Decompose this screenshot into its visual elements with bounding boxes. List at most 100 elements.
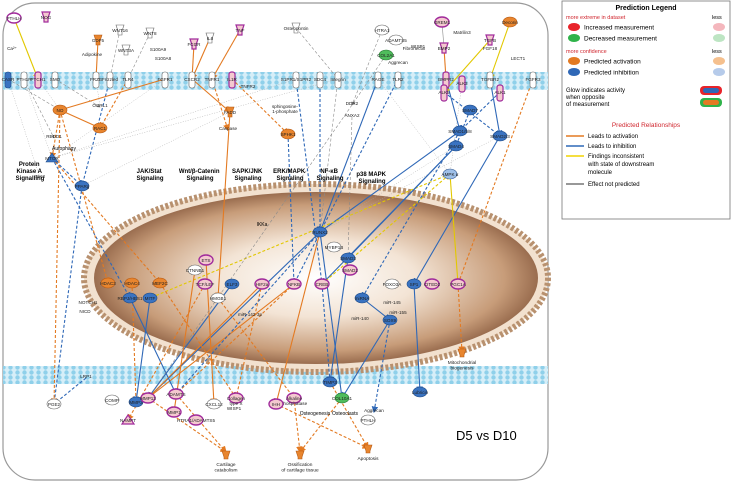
node-adamts5[interactable]: ADAMTS5 — [385, 34, 407, 46]
node-alk1[interactable]: ALK1 — [494, 84, 506, 102]
node-lubricin[interactable]: Lubricin — [412, 386, 429, 398]
node-caspase[interactable]: Caspase — [219, 126, 238, 131]
node-tlr2[interactable]: TLR2 — [392, 71, 404, 89]
node-hdac4[interactable]: HDAC4 — [124, 277, 140, 289]
node-sdc4[interactable]: SDC4 — [314, 71, 327, 89]
node-nog[interactable]: NOG — [41, 11, 52, 23]
node-wisp1[interactable]: WISP1 — [411, 44, 426, 49]
node-mir142[interactable]: miR-142-3p — [238, 312, 262, 317]
node-pth[interactable]: PTHLH — [6, 12, 22, 24]
node-tlr4[interactable]: TLR4 — [122, 71, 134, 89]
node-col10[interactable]: COL10A1 — [332, 392, 353, 404]
node-mmp1[interactable]: MMP1 — [166, 406, 182, 418]
node-s100a9[interactable]: S100A9 — [150, 47, 167, 52]
node-hes1[interactable]: RBPJ/HES1 — [117, 292, 143, 304]
node-nfkb[interactable]: NFKB — [286, 278, 302, 290]
node-pgc1a[interactable]: PGC1A — [450, 278, 467, 290]
node-tnfr1[interactable]: TNFR1 — [205, 71, 220, 89]
node-smad7[interactable]: SMAD7 — [462, 104, 478, 116]
node-ocrl1[interactable]: OCRL1 — [92, 103, 108, 108]
node-fgf18[interactable]: FGF18 — [483, 46, 498, 51]
node-namp[interactable]: NAMPT — [120, 413, 136, 425]
node-ampk[interactable]: AMPK α — [442, 168, 459, 180]
node-no[interactable]: NO — [52, 104, 68, 116]
node-tcf[interactable]: TCF/LEF — [196, 278, 215, 290]
node-tnfr2[interactable]: TNFR2 — [241, 84, 256, 89]
node-mirna[interactable]: miRNA — [354, 292, 370, 304]
node-wnt3a[interactable]: WNT3A — [118, 44, 135, 56]
node-pth1r[interactable]: PTH1R — [16, 71, 32, 89]
node-mir140[interactable]: miR-140 — [351, 316, 369, 321]
node-adipokine[interactable]: Adipokine — [82, 52, 103, 57]
node-sox9[interactable]: SOX9 — [382, 314, 398, 326]
node-grem1[interactable]: GREM1 — [434, 16, 451, 28]
node-matrilin3[interactable]: Matrilin3 — [453, 30, 471, 35]
node-smo[interactable]: SMO — [50, 71, 61, 89]
node-redd1[interactable]: REDD1 — [46, 134, 62, 139]
node-il6[interactable]: IL6 — [205, 32, 215, 44]
node-sphk1[interactable]: SPHK1 — [280, 128, 296, 140]
node-decorin[interactable]: Decorin — [502, 16, 518, 28]
node-ca[interactable]: Ca²⁺ — [7, 46, 17, 51]
node-s100a8[interactable]: S100A8 — [155, 56, 172, 61]
node-pthlh[interactable]: PTHLH — [360, 414, 376, 426]
node-integrin[interactable]: Integrin — [330, 71, 346, 89]
node-smad3n[interactable]: SMAD3 — [340, 252, 356, 264]
node-htra1[interactable]: HTRA1 — [374, 24, 390, 36]
node-fgfr1[interactable]: FGFR1 — [157, 71, 173, 89]
node-fgfr3[interactable]: FGFR3 — [525, 71, 541, 89]
node-mir155[interactable]: miR-155 — [389, 310, 407, 315]
node-frizzled[interactable]: Frizzled — [102, 71, 119, 89]
node-mitf[interactable]: MITF — [142, 292, 158, 304]
node-tnf[interactable]: TNF — [235, 24, 245, 36]
node-htra1adam[interactable]: HTRA1/ADAMTS5 — [177, 414, 215, 426]
node-sik3[interactable]: SIK3 — [35, 174, 45, 179]
node-smad23[interactable]: SMAD2/3 — [490, 130, 510, 142]
node-fadd[interactable]: FADD — [224, 106, 237, 118]
node-ctnnb[interactable]: CTNNB1 — [186, 264, 205, 276]
node-hmgb1[interactable]: HMGB1 — [210, 292, 227, 304]
node-tgfb[interactable]: TGFB — [484, 34, 496, 46]
node-fibronectin[interactable]: Fibronectin — [403, 46, 426, 51]
node-alk5[interactable]: ALK5 — [438, 84, 450, 102]
node-foxo3[interactable]: FOXO3A — [383, 278, 403, 290]
node-smad4[interactable]: SMAD4 — [448, 140, 464, 152]
node-hif2a[interactable]: HIF2a — [254, 278, 270, 290]
node-alk3[interactable]: ALK3 — [456, 75, 468, 93]
node-pge2[interactable]: PGE2 — [46, 398, 62, 410]
node-cdf5[interactable]: GDF5 — [92, 34, 105, 46]
node-aggrecan[interactable]: Aggrecan — [388, 60, 408, 65]
node-sp1[interactable]: SP1 — [406, 278, 422, 290]
node-mtor[interactable]: MTOR — [45, 152, 59, 163]
node-col2a1[interactable]: COL2A1 — [377, 49, 395, 61]
node-bmp2[interactable]: BMP2 — [438, 42, 451, 54]
node-frzb[interactable]: FRZB — [90, 71, 102, 89]
node-lrp1[interactable]: LRP1 — [80, 374, 92, 379]
outcome-apoptosis[interactable]: Apoptosis — [357, 444, 379, 462]
node-smad158[interactable]: SMAD1/5/8 — [448, 125, 472, 137]
node-aggrecanb[interactable]: Aggrecan — [364, 408, 384, 413]
node-mef2c[interactable]: MEF2C — [152, 277, 168, 289]
node-cxcl[interactable]: CXCL12 — [205, 398, 223, 410]
node-ppar[interactable]: PPARg — [75, 180, 90, 192]
node-smad2n[interactable]: SMAD2 — [342, 264, 358, 276]
node-notch[interactable]: NOTCH1 — [79, 300, 98, 305]
node-sphingosine[interactable]: sphingosine-1-phosphate — [272, 104, 299, 114]
node-ihh[interactable]: IHH — [268, 398, 284, 410]
node-ptch1[interactable]: PTCH1 — [30, 71, 46, 89]
node-casr[interactable]: CASR — [2, 71, 15, 89]
node-cxcr2[interactable]: CXCR2 — [184, 71, 200, 89]
node-mybp[interactable]: MYBP1B — [325, 241, 344, 253]
node-mir145[interactable]: miR-145 — [383, 300, 401, 305]
node-anxa2[interactable]: ANXA2 — [344, 113, 360, 118]
node-rac1[interactable]: RAC1 — [92, 122, 108, 134]
node-ddr2[interactable]: DDR2 — [346, 101, 359, 106]
node-lect1[interactable]: LECT1 — [511, 56, 526, 61]
node-nicd[interactable]: NICD — [79, 309, 91, 314]
node-hdac3[interactable]: HDAC3 — [100, 277, 116, 289]
node-ets[interactable]: ETS — [198, 254, 214, 266]
